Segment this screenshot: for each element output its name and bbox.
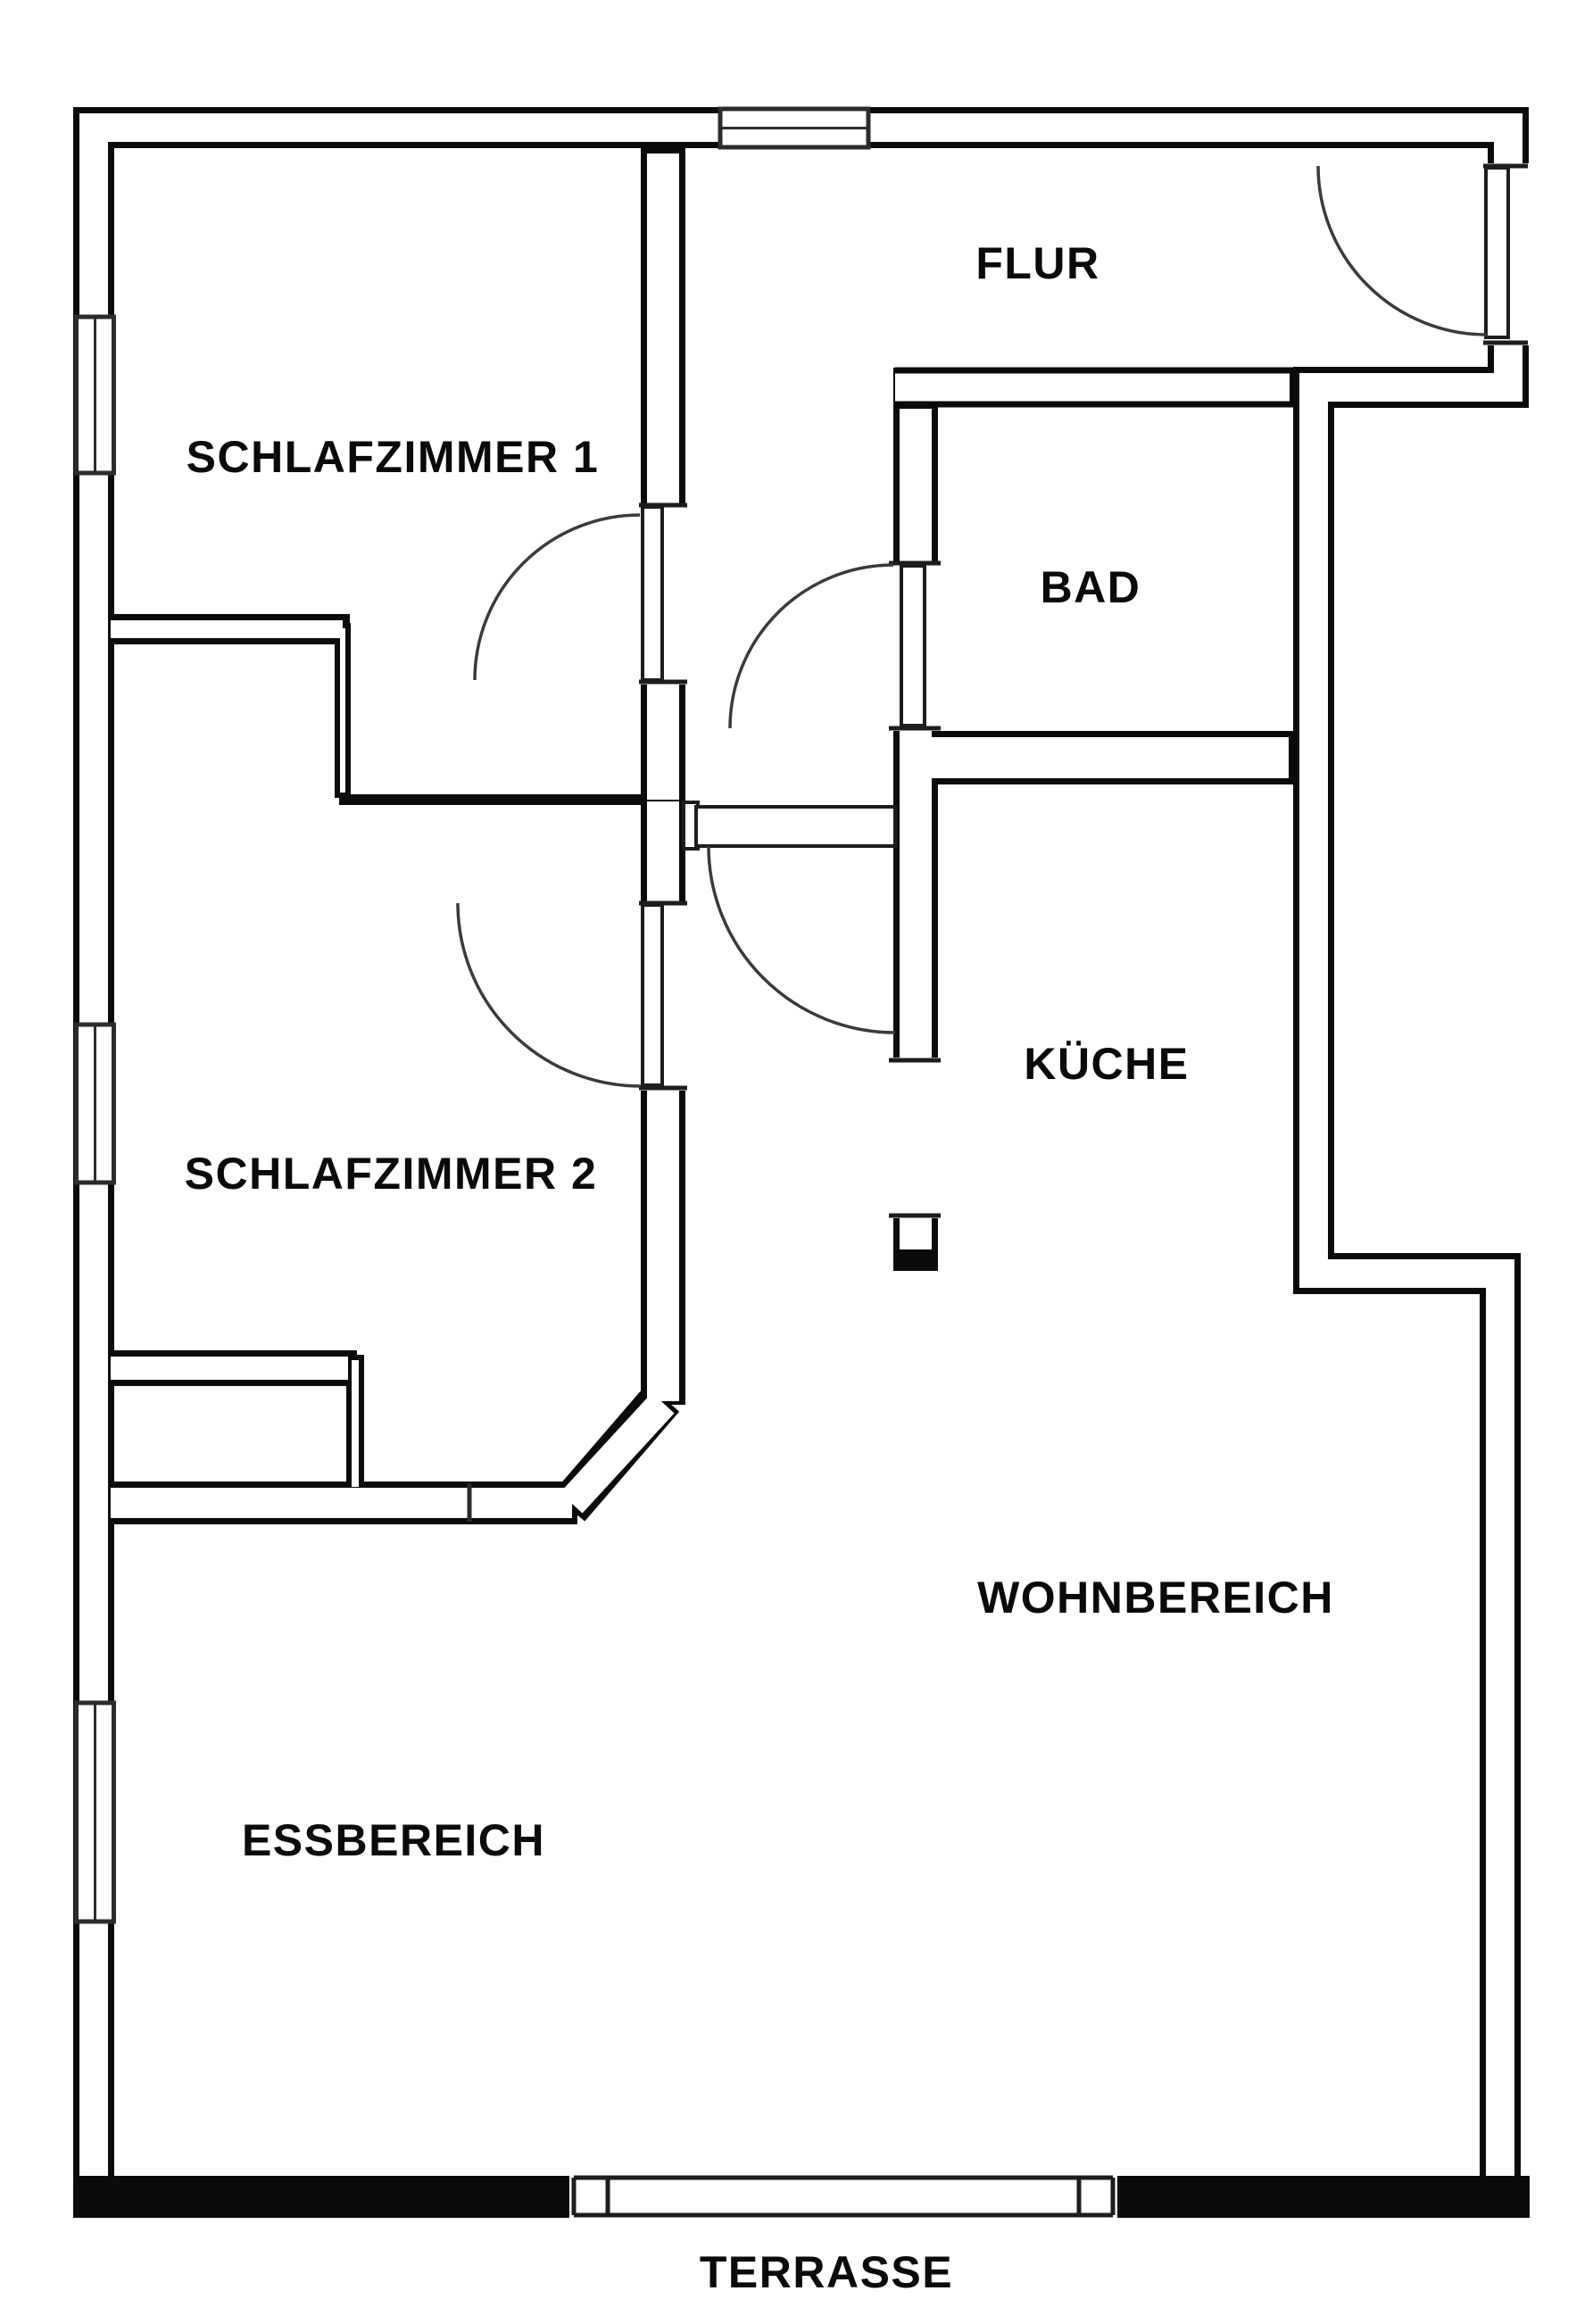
hall-door-arc xyxy=(707,845,896,1034)
door-bad xyxy=(728,563,926,729)
bottom-wall-left-segment xyxy=(73,2176,569,2218)
schlafzimmer-1-door-leaf xyxy=(641,505,664,682)
door-hall xyxy=(694,805,897,1034)
door-schlafzimmer-1 xyxy=(473,505,664,682)
room-label-bad: BAD xyxy=(1041,562,1141,612)
bottom-wall-right-segment xyxy=(1117,2176,1530,2218)
room-label-kueche: KÜCHE xyxy=(1024,1039,1189,1089)
door-entry xyxy=(1316,165,1510,339)
bad-door-arc xyxy=(728,563,894,729)
room-label-essbereich: ESSBEREICH xyxy=(242,1815,545,1865)
wall-openings xyxy=(569,163,1531,2220)
entry-door-leaf xyxy=(1484,166,1510,339)
entry-door-arc xyxy=(1316,165,1488,336)
room-label-schlafzimmer-2: SCHLAFZIMMER 2 xyxy=(185,1149,598,1199)
door-schlafzimmer-2 xyxy=(456,902,664,1088)
room-labels: SCHLAFZIMMER 1 FLUR BAD SCHLAFZIMMER 2 K… xyxy=(185,238,1334,2297)
room-label-wohnbereich: WOHNBEREICH xyxy=(977,1573,1334,1623)
room-label-terrasse: TERRASSE xyxy=(700,2247,953,2297)
bad-door-leaf xyxy=(900,564,926,727)
door-frames xyxy=(571,163,1528,2218)
opening-kueche-passage xyxy=(886,1058,945,1218)
schlafzimmer-1-door-arc xyxy=(473,513,641,681)
schlafzimmer-2-door-arc xyxy=(456,902,642,1088)
room-label-schlafzimmer-1: SCHLAFZIMMER 1 xyxy=(187,432,600,482)
room-label-flur: FLUR xyxy=(975,238,1099,288)
windows xyxy=(74,106,871,1924)
opening-terrace-door xyxy=(569,2174,1117,2220)
schlafzimmer-2-door-leaf xyxy=(641,903,664,1087)
bottom-wall-solid xyxy=(73,2176,1530,2218)
hall-door-leaf xyxy=(694,805,897,848)
